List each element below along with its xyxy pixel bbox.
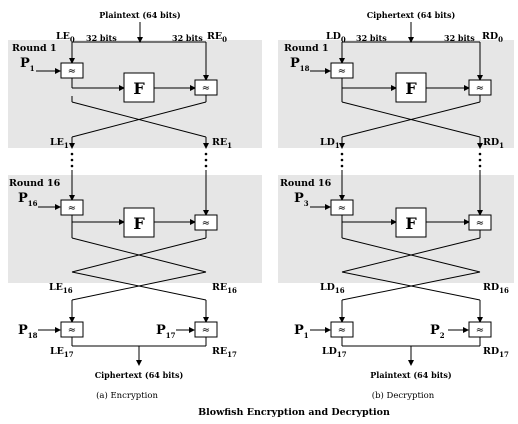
dec-input-label: Ciphertext (64 bits) xyxy=(367,10,456,20)
enc-output-label: Ciphertext (64 bits) xyxy=(95,370,184,380)
enc-right-dots xyxy=(204,152,208,168)
dec-f-label-round16: F xyxy=(405,214,417,233)
dec-p-final-left: P1 xyxy=(294,323,309,340)
dec-xor-left-round1-symbol: ≈ xyxy=(338,66,346,77)
enc-left-label-16: LE16 xyxy=(49,282,73,295)
enc-caption: (a) Encryption xyxy=(96,390,158,401)
dec-left-label-0: LD0 xyxy=(326,31,346,44)
dec-left-label-17: LD17 xyxy=(322,346,347,359)
enc-f-label-round16: F xyxy=(133,214,145,233)
enc-xor-left-round1-symbol: ≈ xyxy=(68,66,76,77)
enc-cross-line2-round1 xyxy=(71,101,207,138)
dec-right-label-0: RD0 xyxy=(482,31,503,44)
enc-bits-left: 32 bits xyxy=(86,33,117,43)
enc-input-label: Plaintext (64 bits) xyxy=(99,10,181,20)
enc-left-label-17: LE17 xyxy=(50,346,74,359)
enc-f-box-round1 xyxy=(123,72,155,103)
enc-xor-final-right-symbol: ≈ xyxy=(202,325,210,336)
enc-p-final-right: P17 xyxy=(156,323,176,340)
enc-left-label-0: LE0 xyxy=(56,31,75,44)
dec-xor-right-round1-symbol: ≈ xyxy=(476,83,484,94)
encryption-panel: Plaintext (64 bits) LE0 32 bits 32 bits … xyxy=(8,10,262,401)
enc-bits-right: 32 bits xyxy=(172,33,203,43)
dec-f-box-round16 xyxy=(395,207,427,238)
dec-right-label-17: RD17 xyxy=(483,346,509,359)
enc-xor-left-round16-symbol: ≈ xyxy=(68,203,76,214)
enc-left-dots xyxy=(70,152,74,168)
dec-cross-line2-round16 xyxy=(341,237,481,273)
dec-left-dots xyxy=(340,152,344,168)
enc-xor-final-left-symbol: ≈ xyxy=(68,325,76,336)
dec-xor-left-round16-symbol: ≈ xyxy=(338,203,346,214)
dec-f-box-round1 xyxy=(395,72,427,103)
dec-bits-right: 32 bits xyxy=(444,33,475,43)
enc-right-label-0: RE0 xyxy=(207,31,227,44)
dec-right-label-1: RD1 xyxy=(483,137,504,150)
dec-p-round16: P3 xyxy=(294,191,309,208)
dec-left-label-1: LD1 xyxy=(320,137,340,150)
dec-f-label-round1: F xyxy=(405,79,417,98)
enc-final-cross-2 xyxy=(71,271,207,301)
dec-xor-final-left-symbol: ≈ xyxy=(338,325,346,336)
dec-right-label-16: RD16 xyxy=(483,282,509,295)
enc-xor-right-round16-symbol: ≈ xyxy=(202,218,210,229)
enc-cross-line2-round16 xyxy=(71,237,207,273)
dec-p-final-right: P2 xyxy=(430,323,445,340)
enc-right-label-16: RE16 xyxy=(212,282,237,295)
enc-p-round1: P1 xyxy=(20,56,35,73)
enc-right-label-17: RE17 xyxy=(212,346,237,359)
decryption-panel: Ciphertext (64 bits) LD0 32 bits 32 bits… xyxy=(278,10,514,401)
enc-left-label-1: LE1 xyxy=(50,137,69,150)
dec-final-cross-2 xyxy=(341,271,481,301)
enc-xor-right-round1-symbol: ≈ xyxy=(202,83,210,94)
dec-round-1-label: Round 1 xyxy=(284,43,329,54)
dec-xor-final-right-symbol: ≈ xyxy=(476,325,484,336)
enc-p-final-left: P18 xyxy=(18,323,38,340)
dec-round-16-label: Round 16 xyxy=(280,178,332,189)
dec-p-round1: P18 xyxy=(290,56,310,73)
dec-caption: (b) Decryption xyxy=(372,390,435,401)
dec-xor-right-round16-symbol: ≈ xyxy=(476,218,484,229)
enc-f-label-round1: F xyxy=(133,79,145,98)
enc-round-16-label: Round 16 xyxy=(9,178,61,189)
dec-right-dots xyxy=(478,152,482,168)
dec-output-label: Plaintext (64 bits) xyxy=(370,370,452,380)
enc-right-label-1: RE1 xyxy=(212,137,232,150)
enc-p-round16: P16 xyxy=(18,191,38,208)
enc-round-1-label: Round 1 xyxy=(12,43,57,54)
dec-cross-line2-round1 xyxy=(341,101,481,138)
figure-title: Blowfish Encryption and Decryption xyxy=(198,407,390,418)
dec-left-label-16: LD16 xyxy=(320,282,345,295)
dec-bits-left: 32 bits xyxy=(356,33,387,43)
